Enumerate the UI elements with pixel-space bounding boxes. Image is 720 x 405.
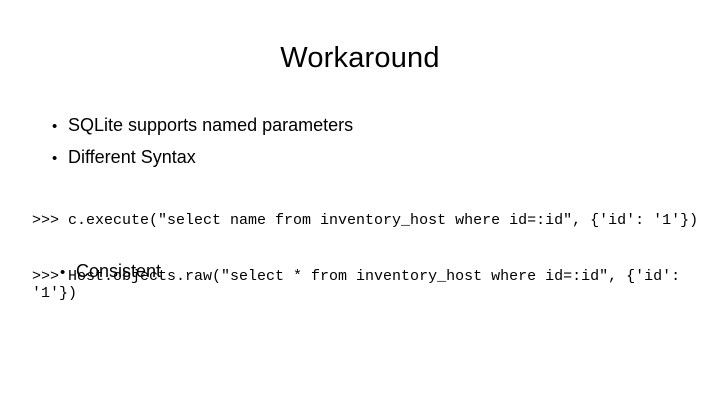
bullet-icon: • [52,150,58,167]
code-block: >>> c.execute("select name from inventor… [32,178,704,341]
bullet-text: Consistent [76,261,162,281]
bullet-item: • Consistent [60,257,161,287]
bullet-item: • Different Syntax [52,142,353,174]
code-line: >>> Host.objects.raw("select * from inve… [32,268,690,302]
bullet-icon: • [52,118,58,135]
bullet-text: Different Syntax [68,147,196,167]
bullet-item: • SQLite supports named parameters [52,110,353,142]
code-line: >>> c.execute("select name from inventor… [32,212,699,229]
bullet-list: • SQLite supports named parameters • Dif… [52,110,353,174]
secondary-bullet-list: • Consistent [60,257,161,287]
bullet-text: SQLite supports named parameters [68,115,354,135]
bullet-icon: • [60,264,66,281]
slide-title: Workaround [280,42,440,74]
